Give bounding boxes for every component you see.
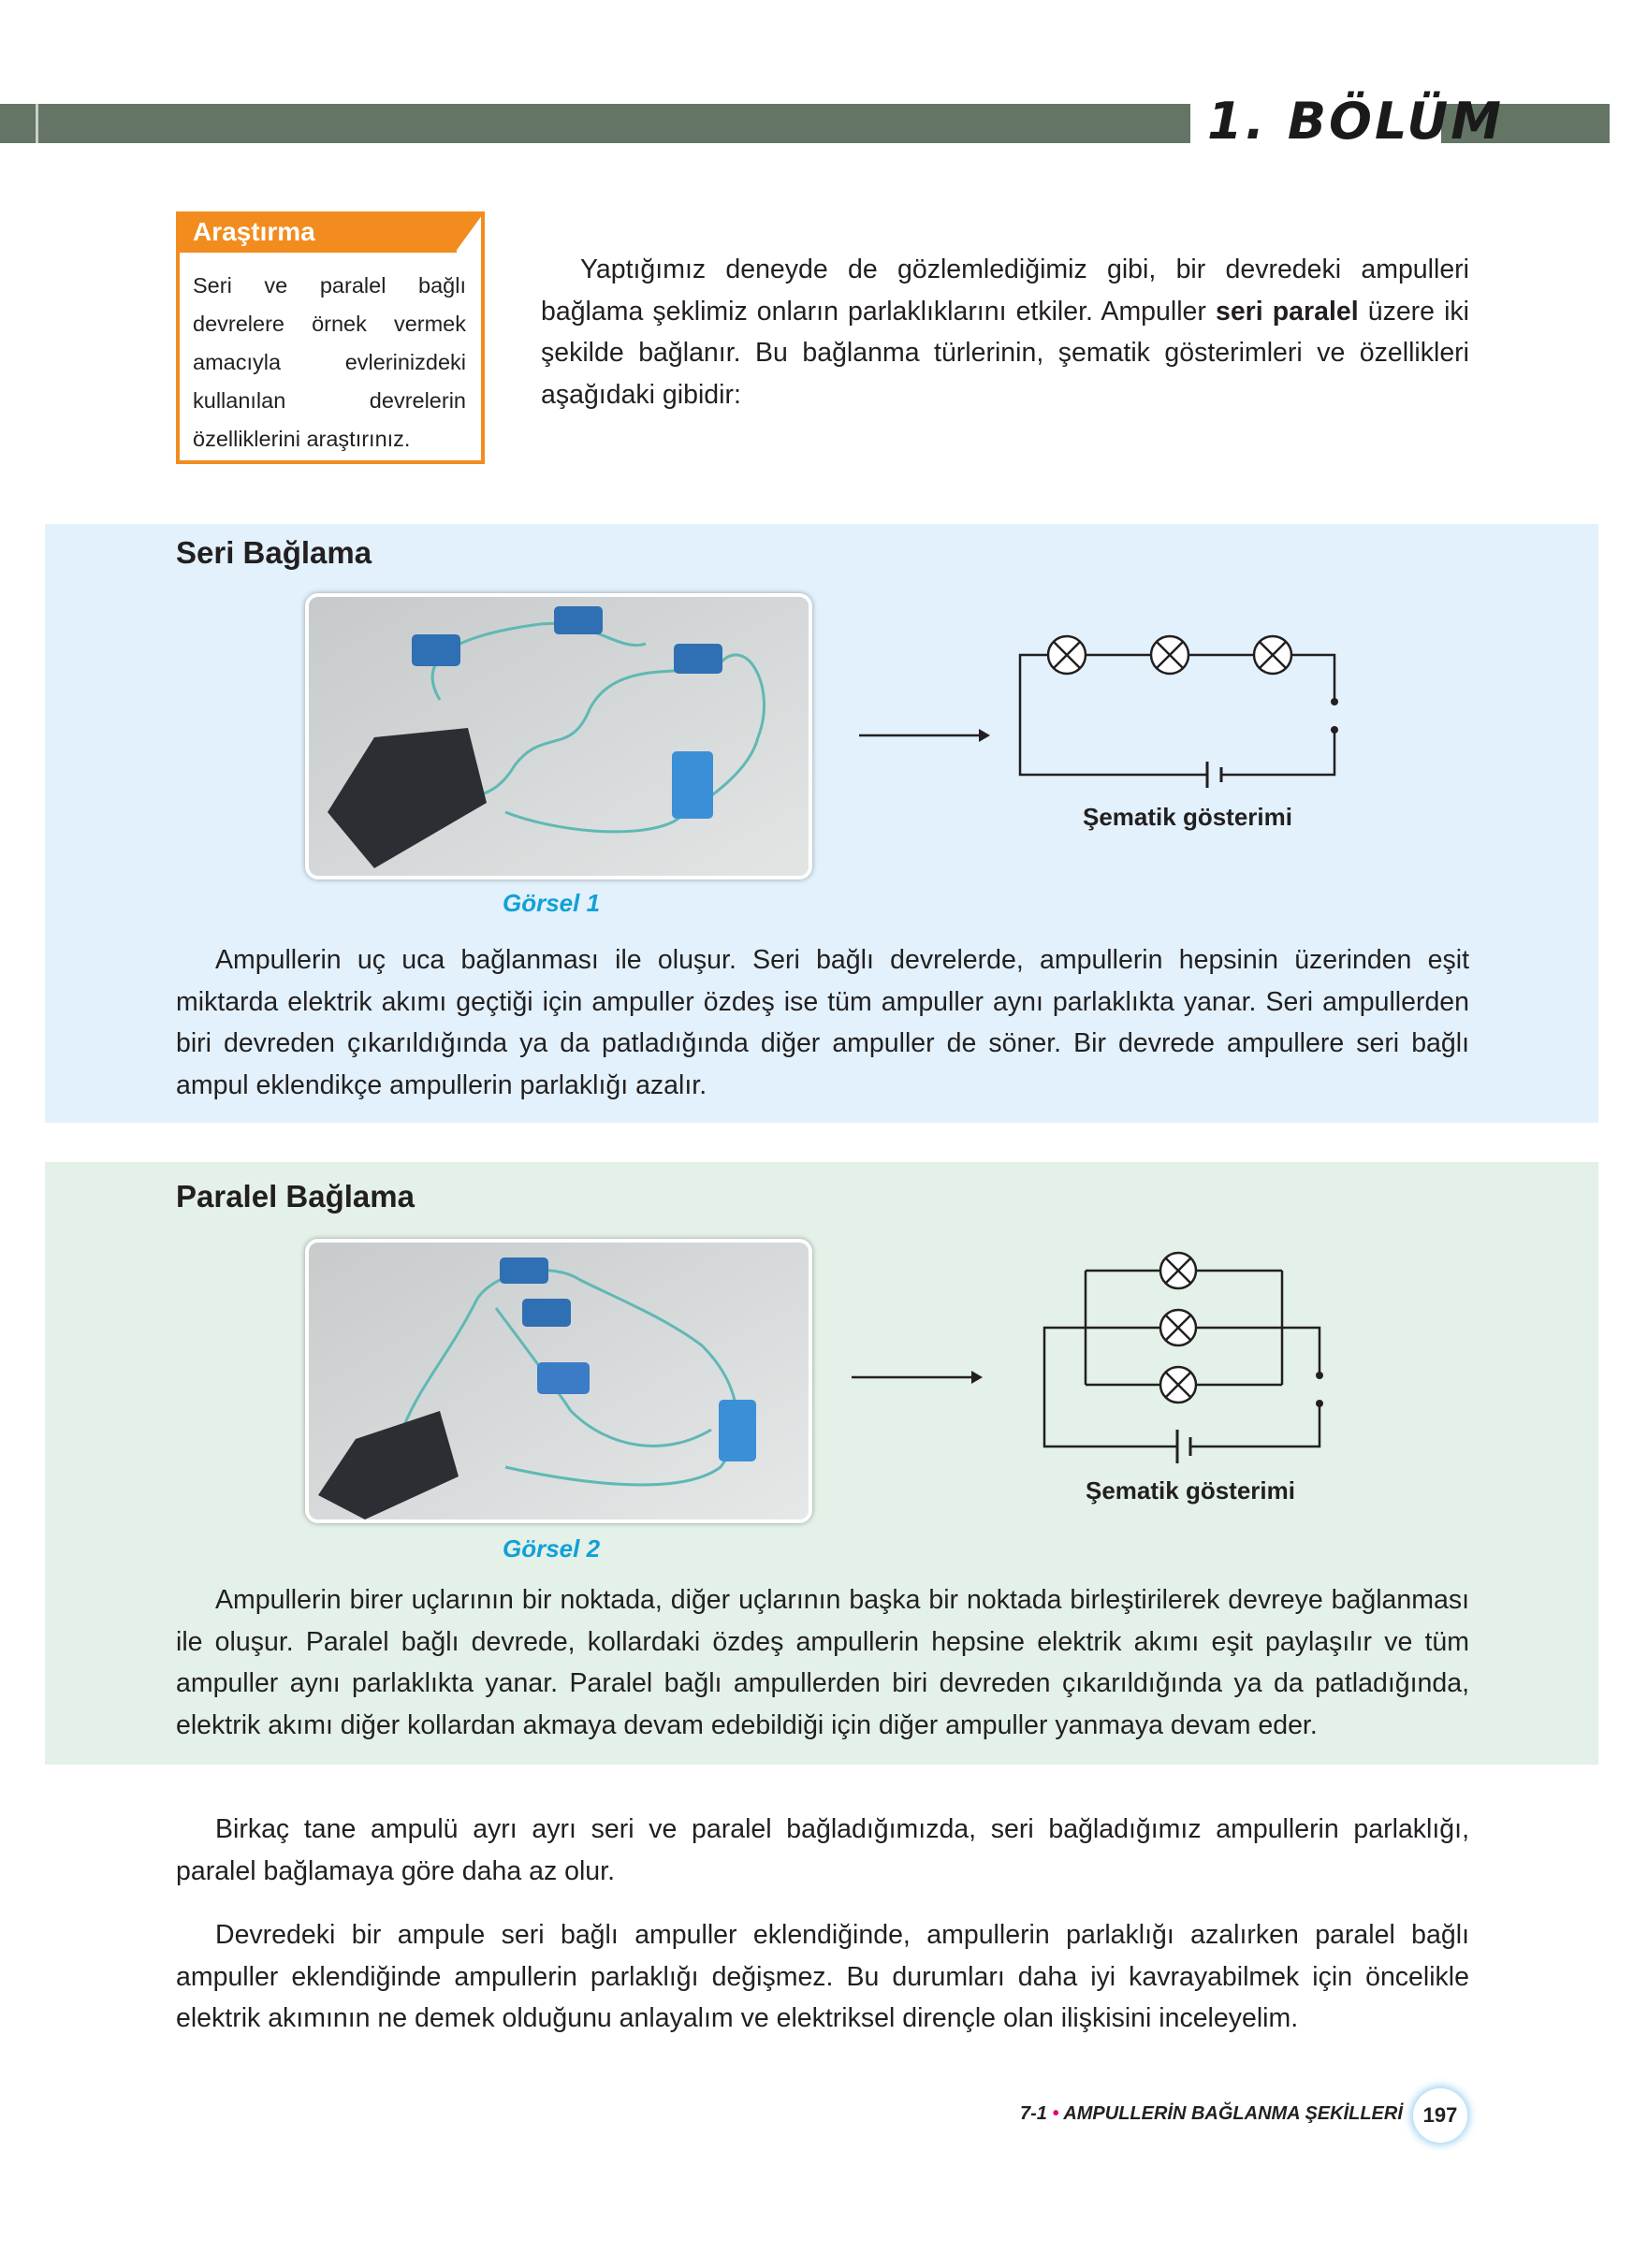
page-number: 197: [1413, 2088, 1467, 2143]
chapter-title: 1. BÖLÜM: [1207, 92, 1504, 151]
intro-text-3: üzere iki şekilde bağlanır. Bu bağlanma …: [541, 296, 1470, 410]
chapter-band-left: [0, 104, 1190, 143]
switch-contact-icon: [1331, 726, 1338, 734]
series-schematic: [859, 634, 1338, 788]
series-schema-label: Şematik gösterimi: [1083, 803, 1292, 831]
research-tab-corner: [455, 211, 485, 253]
footer-section-number: 7-1: [1020, 2103, 1047, 2124]
series-title: Seri Bağlama: [176, 535, 372, 570]
switch-contact-icon: [1331, 698, 1338, 705]
footer-section-title: 7-1 • AMPULLERİN BAĞLANMA ŞEKİLLERİ: [1020, 2103, 1403, 2125]
footer-dot-icon: •: [1052, 2103, 1059, 2124]
series-caption: Görsel 1: [503, 889, 601, 917]
switch-contact-icon: [1316, 1400, 1323, 1407]
parallel-title: Paralel Bağlama: [176, 1179, 415, 1214]
intro-text-1: Yaptığımız deneyde de gözlemlediğimiz gi…: [541, 254, 1469, 327]
series-section: [45, 524, 1598, 1123]
parallel-photo: [305, 1239, 812, 1523]
footer-title: AMPULLERİN BAĞLANMA ŞEKİLLERİ: [1063, 2103, 1403, 2124]
schematic-arrow-head: [971, 1371, 983, 1384]
parallel-schematic: [852, 1251, 1323, 1463]
parallel-section: [45, 1162, 1598, 1765]
intro-bold-parallel: paralel: [1272, 296, 1359, 327]
schematic-arrow-head: [979, 729, 990, 742]
research-box: [176, 211, 485, 464]
closing-paragraph-1: Birkaç tane ampulü ayrı ayrı seri ve par…: [176, 1814, 1469, 1886]
series-photo: [305, 593, 812, 880]
switch-contact-icon: [1316, 1372, 1323, 1379]
research-title: Araştırma: [176, 211, 457, 253]
research-text: Seri ve paralel bağlı devrelere örnek ve…: [193, 273, 466, 451]
intro-text-2: [1263, 297, 1273, 327]
series-paragraph: Ampullerin uç uca bağlanması ile oluşur.…: [176, 945, 1469, 1100]
chapter-band-right: [1441, 104, 1610, 143]
closing-paragraph-2: Devredeki bir ampule seri bağlı ampuller…: [176, 1920, 1469, 2033]
parallel-caption: Görsel 2: [503, 1534, 601, 1563]
intro-paragraph: Yaptığımız deneyde de gözlemlediğimiz gi…: [541, 249, 1469, 415]
intro-bold-series: seri: [1215, 296, 1263, 327]
band-notch: [36, 104, 38, 143]
parallel-schema-label: Şematik gösterimi: [1086, 1476, 1295, 1505]
parallel-paragraph: Ampullerin birer uçlarının bir noktada, …: [176, 1585, 1469, 1740]
